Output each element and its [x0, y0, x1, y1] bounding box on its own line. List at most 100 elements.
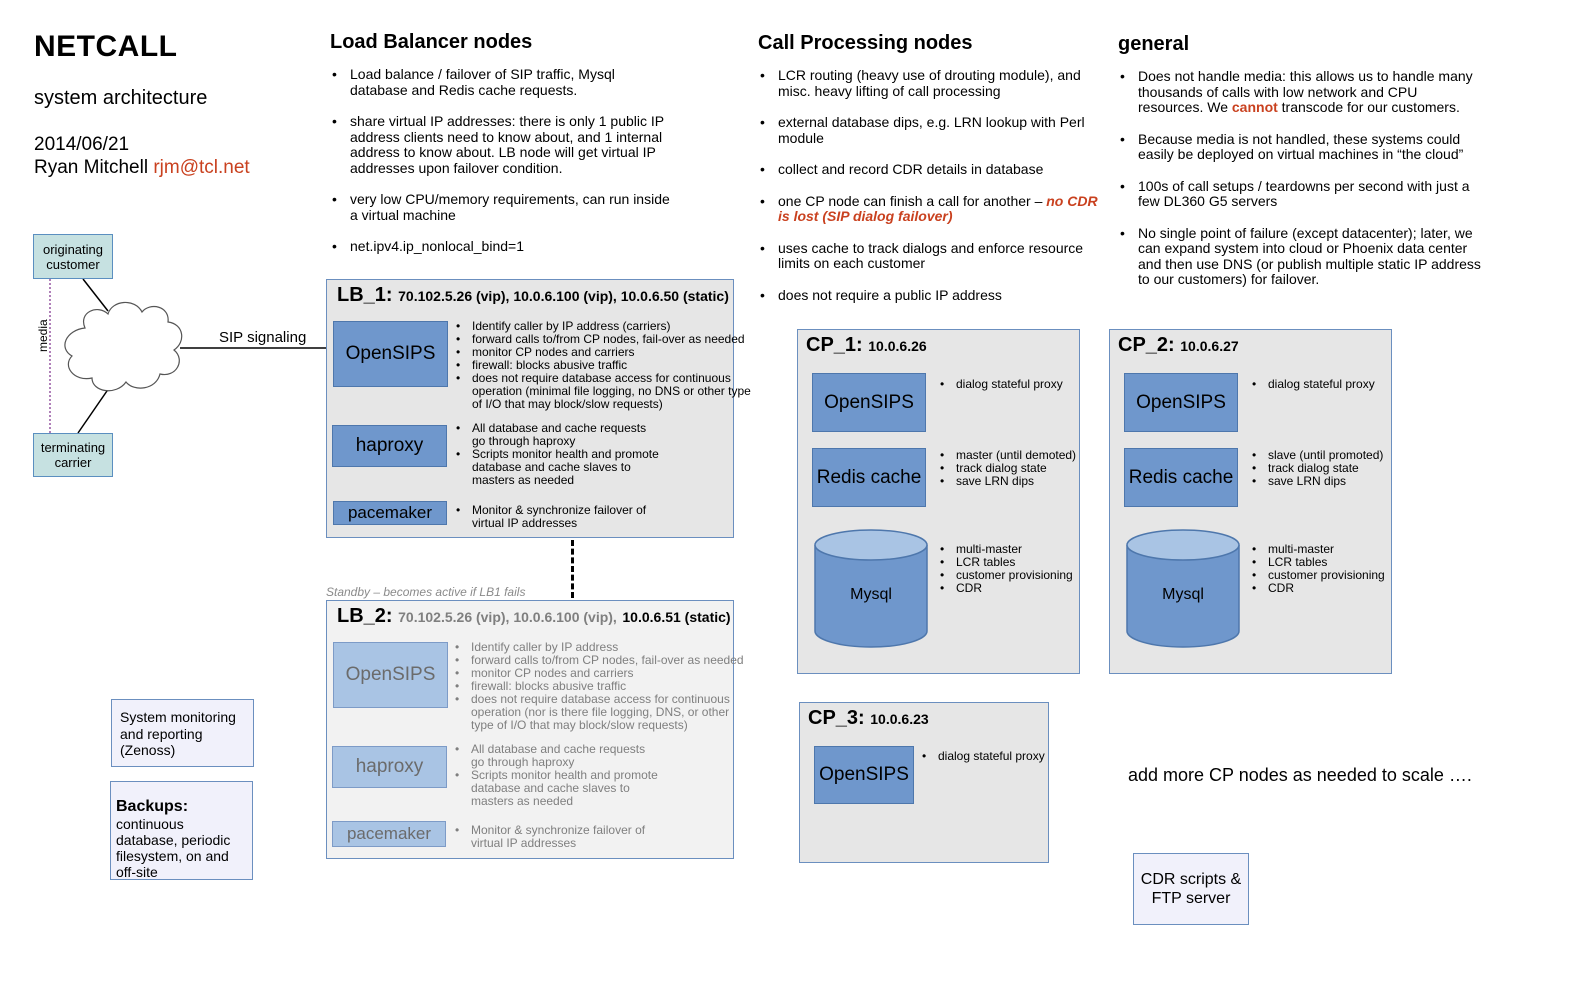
general-cannot-emphasis: cannot	[1231, 99, 1278, 115]
list-item: forward calls to/from CP nodes, fail-ove…	[455, 654, 751, 668]
lb2-standby-note: Standby – becomes active if LB1 fails	[326, 585, 526, 599]
list-item: Monitor & synchronize failover of virtua…	[456, 504, 662, 530]
general-section-heading: general	[1118, 33, 1190, 55]
monitoring-box: System monitoring and reporting (Zenoss)	[111, 699, 254, 767]
list-item: Because media is not handled, these syst…	[1120, 131, 1483, 163]
list-item: collect and record CDR details in databa…	[760, 161, 1098, 178]
list-item: No single point of failure (except datac…	[1120, 225, 1483, 288]
list-item: firewall: blocks abusive traffic	[455, 680, 751, 694]
backups-description: continuous database, periodic filesystem…	[116, 816, 231, 880]
lb1-pacemaker-notes: Monitor & synchronize failover of virtua…	[454, 504, 662, 530]
list-item: Load balance / failover of SIP traffic, …	[332, 66, 675, 98]
backups-box: Backups: continuous database, periodic f…	[110, 781, 253, 880]
list-item: customer provisioning	[1252, 569, 1408, 583]
cp3-address: 10.0.6.23	[870, 711, 929, 727]
cp1-redis-box: Redis cache	[812, 448, 926, 507]
cp3-title: CP_3: 10.0.6.23	[808, 707, 929, 730]
list-item: external database dips, e.g. LRN lookup …	[760, 114, 1098, 146]
cp3-name: CP_3:	[808, 707, 865, 729]
lb2-opensips-notes: Identify caller by IP address forward ca…	[453, 641, 751, 732]
cp2-mysql-label: Mysql	[1162, 586, 1204, 603]
cp-failover-emphasis: no CDR is lost (SIP dialog failover)	[778, 192, 1098, 224]
lb2-name: LB_2:	[337, 605, 393, 627]
lb2-address-vip: 70.102.5.26 (vip), 10.0.6.100 (vip),	[398, 609, 617, 625]
list-item: All database and cache requests go throu…	[456, 422, 662, 448]
lb2-opensips-box: OpenSIPS	[333, 642, 448, 708]
cp3-panel: CP_3: 10.0.6.23 OpenSIPS dialog stateful…	[799, 702, 1049, 863]
terminating-carrier-box: terminating carrier	[33, 433, 113, 477]
terminating-link-line	[77, 387, 110, 434]
list-item: one CP node can finish a call for anothe…	[760, 192, 1098, 225]
cp1-opensips-box: OpenSIPS	[812, 373, 926, 432]
list-item: All database and cache requests go throu…	[455, 743, 661, 769]
lb1-opensips-notes: Identify caller by IP address (carriers)…	[454, 320, 752, 411]
cp2-opensips-notes: dialog stateful proxy	[1250, 378, 1408, 392]
lb1-name: LB_1:	[337, 284, 393, 306]
lb1-haproxy-box: haproxy	[332, 425, 447, 467]
list-item: does not require database access for con…	[456, 372, 752, 411]
lb2-haproxy-notes: All database and cache requests go throu…	[453, 743, 661, 808]
media-label: media	[36, 319, 50, 352]
cp3-opensips-box: OpenSIPS	[814, 746, 914, 804]
general-bullet-list: Does not handle media: this allows us to…	[1118, 68, 1483, 304]
general-media-text-end: transcode for our customers.	[1281, 99, 1460, 115]
cp2-title: CP_2: 10.0.6.27	[1118, 334, 1239, 357]
list-item: save LRN dips	[940, 475, 1096, 489]
list-item: CDR	[940, 582, 1096, 596]
lb1-panel: LB_1: 70.102.5.26 (vip), 10.0.6.100 (vip…	[326, 279, 751, 538]
general-media-text: Does not handle media: this allows us to…	[1138, 68, 1473, 115]
author-line: Ryan Mitchell rjm@tcl.net	[34, 157, 250, 179]
list-item: Identify caller by IP address	[455, 641, 751, 655]
list-item: net.ipv4.ip_nonlocal_bind=1	[332, 238, 675, 255]
list-item: track dialog state	[940, 462, 1096, 476]
cp2-database-icon	[1126, 529, 1240, 648]
lb2-pacemaker-box: pacemaker	[332, 821, 446, 847]
cp1-mysql-label: Mysql	[850, 586, 892, 603]
list-item: Identify caller by IP address (carriers)	[456, 320, 752, 334]
cp2-redis-notes: slave (until promoted) track dialog stat…	[1250, 449, 1408, 489]
lb-section-heading: Load Balancer nodes	[330, 31, 533, 53]
list-item: Scripts monitor health and promote datab…	[456, 448, 662, 487]
lb2-pacemaker-notes: Monitor & synchronize failover of virtua…	[453, 824, 661, 850]
cp1-opensips-notes: dialog stateful proxy	[938, 378, 1096, 392]
originating-link-line	[82, 278, 109, 312]
list-item: forward calls to/from CP nodes, fail-ove…	[456, 333, 752, 347]
sip-signaling-label: SIP signaling	[219, 329, 307, 346]
author-name: Ryan Mitchell	[34, 157, 149, 178]
author-email-link[interactable]: rjm@tcl.net	[153, 157, 250, 178]
lb1-address: 70.102.5.26 (vip), 10.0.6.100 (vip), 10.…	[398, 288, 729, 304]
network-diagram-lines	[49, 278, 334, 434]
cp1-address: 10.0.6.26	[868, 338, 927, 354]
cp1-database-icon	[814, 529, 928, 648]
originating-customer-box: originating customer	[33, 234, 113, 279]
list-item: master (until demoted)	[940, 449, 1096, 463]
cp1-name: CP_1:	[806, 334, 863, 356]
page-subtitle: system architecture	[34, 87, 208, 109]
date-label: 2014/06/21	[34, 134, 130, 155]
list-item: LCR routing (heavy use of drouting modul…	[760, 67, 1098, 99]
cp2-address: 10.0.6.27	[1180, 338, 1239, 354]
cp1-title: CP_1: 10.0.6.26	[806, 334, 927, 357]
cp2-name: CP_2:	[1118, 334, 1175, 356]
lb2-address-static: 10.0.6.51 (static)	[622, 609, 731, 625]
list-item: LCR tables	[1252, 556, 1408, 570]
backups-title: Backups:	[116, 798, 189, 815]
list-item: dialog stateful proxy	[922, 750, 1066, 764]
lb-failover-connector	[571, 540, 574, 598]
cp1-panel: CP_1: 10.0.6.26 OpenSIPS dialog stateful…	[797, 329, 1080, 674]
list-item: monitor CP nodes and carriers	[456, 346, 752, 360]
lb1-pacemaker-box: pacemaker	[333, 501, 447, 525]
cp1-redis-notes: master (until demoted) track dialog stat…	[938, 449, 1096, 489]
list-item: uses cache to track dialogs and enforce …	[760, 240, 1098, 272]
lb2-haproxy-box: haproxy	[332, 746, 447, 788]
list-item: does not require database access for con…	[455, 693, 751, 732]
scale-note: add more CP nodes as needed to scale ….	[1128, 765, 1472, 785]
cp-bullet-list: LCR routing (heavy use of drouting modul…	[758, 67, 1098, 319]
list-item: 100s of call setups / teardowns per seco…	[1120, 178, 1483, 210]
list-item: dialog stateful proxy	[940, 378, 1096, 392]
list-item: save LRN dips	[1252, 475, 1408, 489]
lb2-panel: LB_2: 70.102.5.26 (vip), 10.0.6.100 (vip…	[326, 600, 744, 859]
list-item: very low CPU/memory requirements, can ru…	[332, 191, 675, 223]
list-item: Monitor & synchronize failover of virtua…	[455, 824, 661, 850]
cp2-redis-box: Redis cache	[1124, 448, 1238, 507]
